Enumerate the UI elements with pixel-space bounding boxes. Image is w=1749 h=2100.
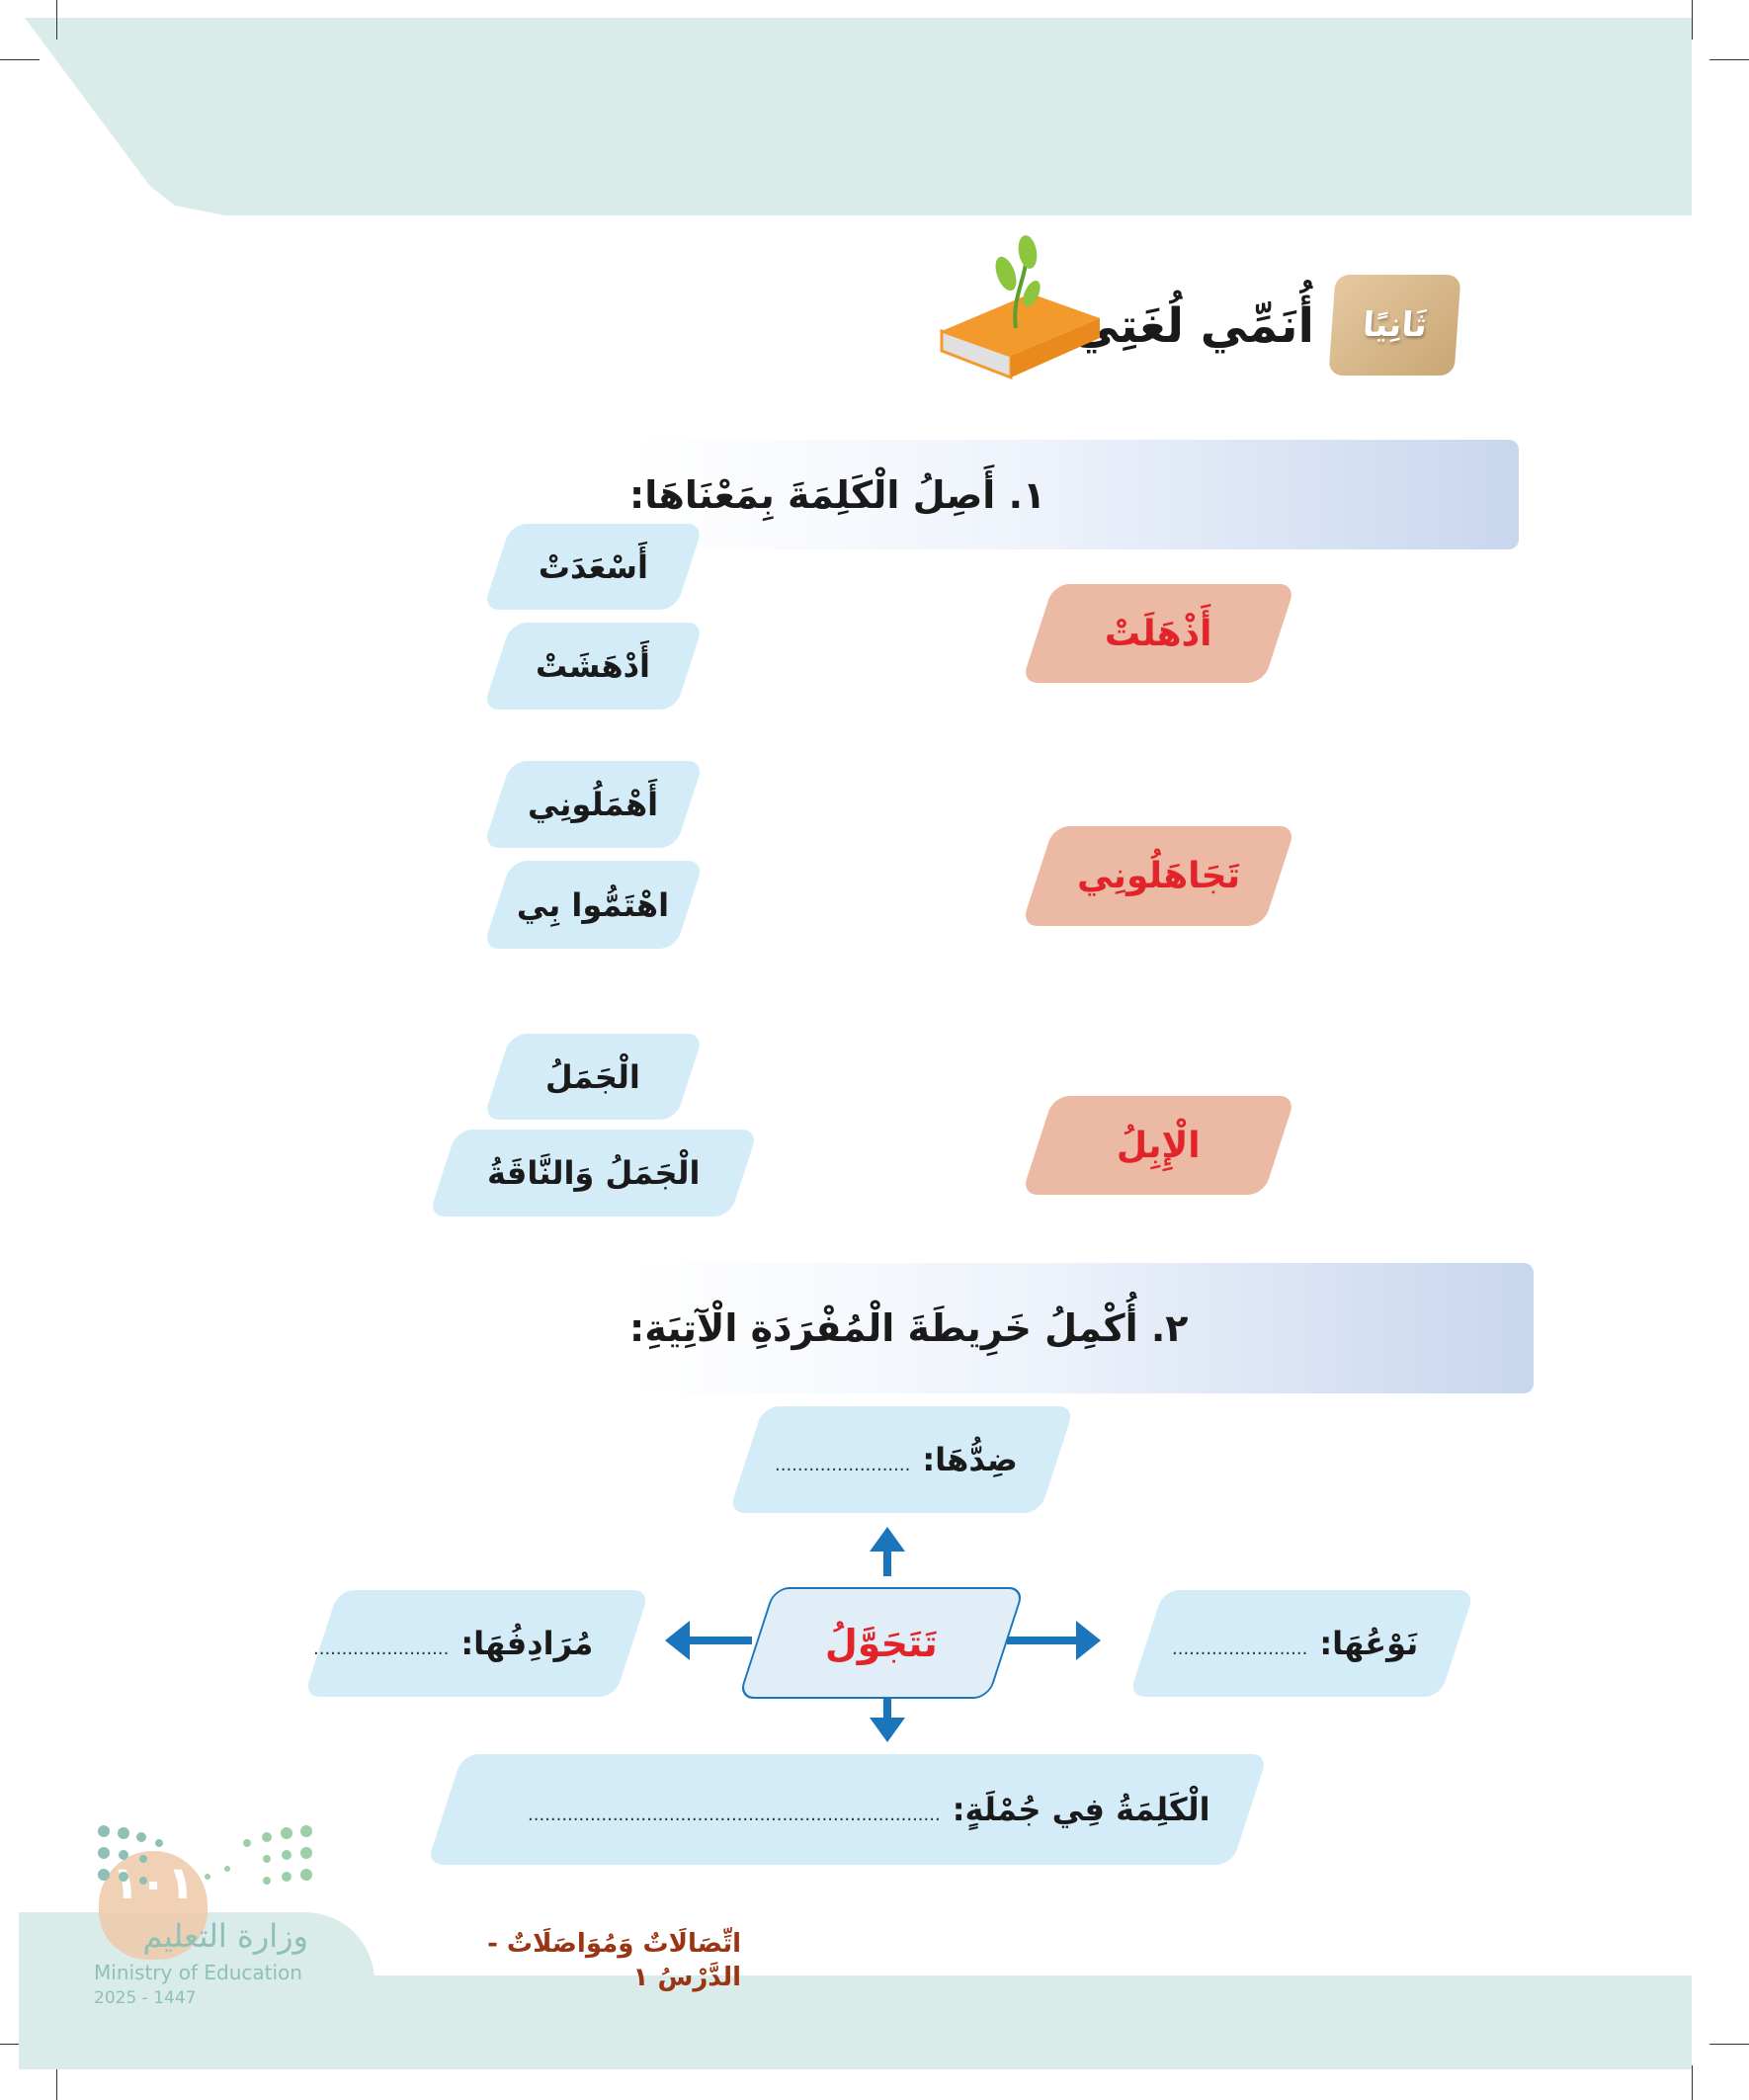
question-1-banner: ١. أَصِلُ الْكَلِمَةَ بِمَعْنَاهَا: (629, 440, 1519, 549)
logo-year: 2025 - 1447 (94, 1988, 197, 2008)
page-number: ١٠١ (111, 1856, 196, 1909)
crop-mark (1692, 2065, 1693, 2100)
option-label: أَهْمَلُونِي (528, 786, 659, 823)
crop-mark (0, 59, 40, 60)
meaning-option[interactable]: الْجَمَلُ (482, 1034, 705, 1120)
meaning-option[interactable]: اهْتَمُّوا بِي (482, 861, 705, 949)
option-label: الْجَمَلُ وَالنَّاقَةُ (486, 1154, 701, 1192)
meaning-option[interactable]: أَهْمَلُونِي (482, 761, 705, 848)
crop-mark (56, 2065, 57, 2100)
logo-english-text: Ministry of Education (94, 1961, 302, 1984)
center-word: تَتَجَوَّلُ (825, 1621, 938, 1665)
lesson-footer: اتِّصَالَاتٌ وَمُوَاصَلَاتٌ - الدَّرْسُ … (487, 1929, 741, 1992)
arrow-up-icon (870, 1527, 905, 1576)
antonym-field[interactable]: ضِدُّهَا:........................ (728, 1406, 1075, 1513)
word-card[interactable]: أَذْهَلَتْ (1021, 584, 1296, 683)
logo-dots-icon (98, 1825, 312, 1885)
arrow-right-icon (1007, 1621, 1101, 1660)
option-label: أَدْهَشَتْ (536, 647, 651, 685)
section-title: أُنَمِّي لُغَتِي (1071, 298, 1314, 354)
question-2-banner: ٢. أُكْمِلُ خَرِيطَةَ الْمُفْرَدَةِ الْآ… (629, 1263, 1534, 1393)
option-label: أَسْعَدَتْ (538, 547, 649, 586)
antonym-label: ضِدُّهَا: (922, 1441, 1018, 1478)
option-label: الْجَمَلُ (545, 1057, 641, 1096)
meaning-option[interactable]: الْجَمَلُ وَالنَّاقَةُ (428, 1130, 759, 1217)
question-1-title: ١. أَصِلُ الْكَلِمَةَ بِمَعْنَاهَا: (629, 472, 1046, 517)
meaning-option[interactable]: أَسْعَدَتْ (482, 524, 705, 610)
sentence-blank[interactable]: ........................................… (528, 1805, 942, 1825)
word-card[interactable]: الْإِبِلُ (1021, 1096, 1296, 1195)
option-label: اهْتَمُّوا بِي (517, 885, 670, 924)
word-type-blank[interactable]: ........................ (1171, 1638, 1308, 1659)
top-decorative-band (25, 18, 1692, 215)
synonym-blank[interactable]: ........................ (312, 1638, 449, 1659)
section-badge: ثَانِيًا (1328, 275, 1461, 376)
section-badge-label: ثَانِيًا (1361, 305, 1429, 345)
word-type-field[interactable]: نَوْعُهَا:........................ (1128, 1590, 1475, 1697)
arrow-left-icon (665, 1621, 752, 1660)
antonym-blank[interactable]: ........................ (775, 1455, 911, 1475)
synonym-field[interactable]: مُرَادِفُهَا:........................ (303, 1590, 650, 1697)
word-label: أَذْهَلَتْ (1105, 613, 1212, 654)
crop-mark (1709, 2044, 1749, 2045)
word-label: تَجَاهَلُونِي (1076, 856, 1241, 896)
sentence-field[interactable]: الْكَلِمَةُ فِي جُمْلَةٍ:...............… (426, 1754, 1269, 1865)
arrow-down-icon (870, 1697, 905, 1742)
sentence-label: الْكَلِمَةُ فِي جُمْلَةٍ: (953, 1791, 1210, 1828)
book-with-sprout-icon (940, 235, 1100, 380)
meaning-option[interactable]: أَدْهَشَتْ (482, 623, 705, 710)
crop-mark (1709, 59, 1749, 60)
word-type-label: نَوْعُهَا: (1319, 1625, 1418, 1662)
page-number-blob (99, 1851, 208, 1960)
word-card[interactable]: تَجَاهَلُونِي (1021, 826, 1296, 926)
logo-arabic-text: وزارة التعليم (142, 1917, 308, 1955)
ministry-logo: ١٠١ وزارة التعليم Ministry of Education … (89, 1821, 316, 2019)
synonym-label: مُرَادِفُهَا: (460, 1625, 593, 1662)
bottom-decorative-band (19, 1975, 1692, 2069)
crop-mark (56, 0, 57, 40)
question-2-title: ٢. أُكْمِلُ خَرِيطَةَ الْمُفْرَدَةِ الْآ… (629, 1306, 1189, 1350)
center-word-box: تَتَجَوَّلُ (737, 1587, 1026, 1699)
crop-mark (1692, 0, 1693, 40)
word-label: الْإِبِلُ (1117, 1125, 1201, 1166)
